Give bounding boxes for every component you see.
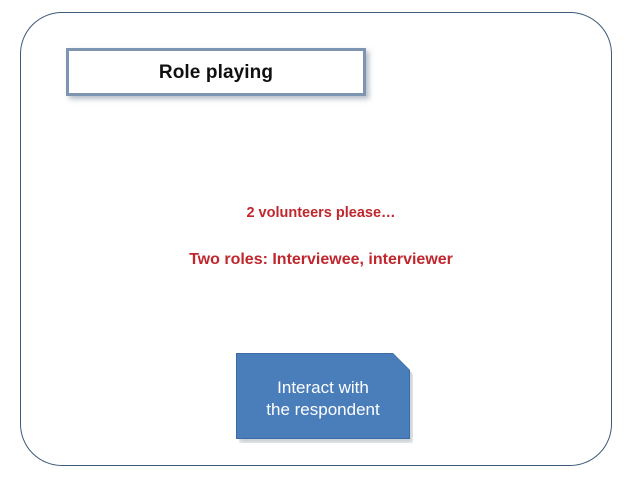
title-textbox[interactable]: Role playing [66,48,366,96]
action-callout-shape[interactable]: Interact with the respondent [237,354,409,438]
body-line-roles: Two roles: Interviewee, interviewer [189,251,453,268]
body-line-volunteers: 2 volunteers please… [246,205,396,221]
page-title: Role playing [158,61,274,83]
action-callout-label: Interact with the respondent [266,377,380,419]
slide-border-frame [20,12,612,466]
